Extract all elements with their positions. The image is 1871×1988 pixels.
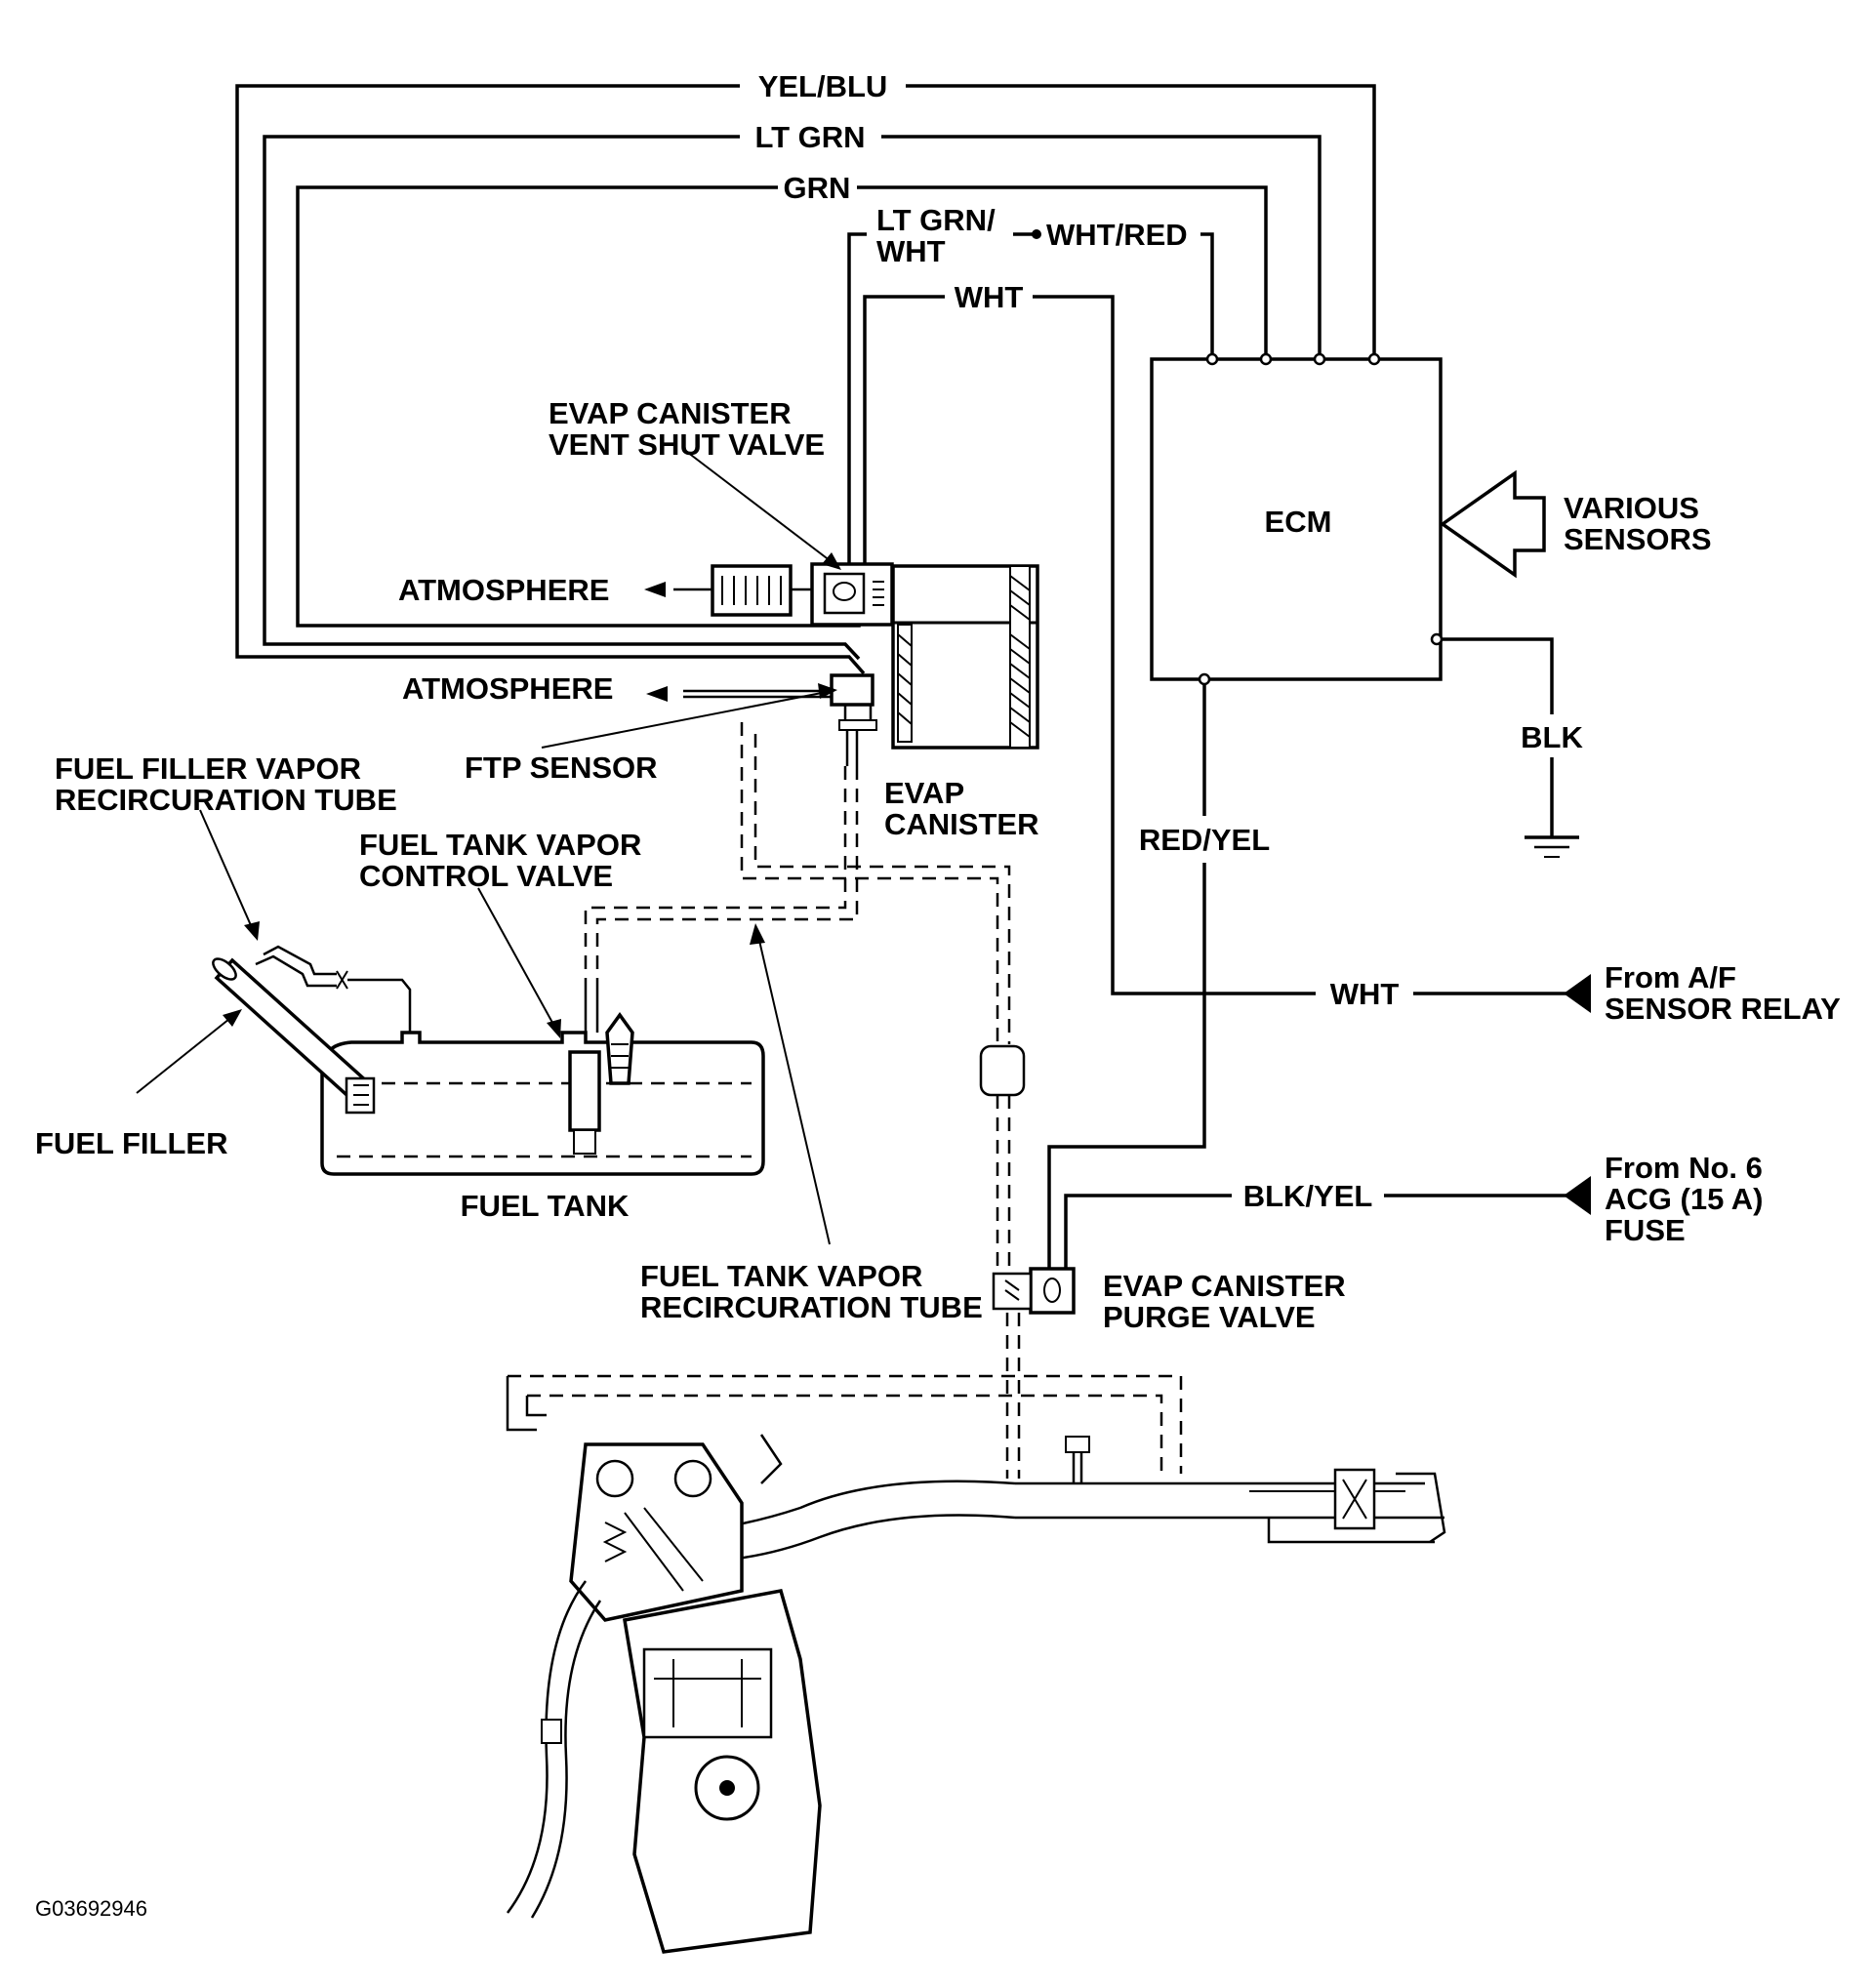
ecm-terminal xyxy=(1430,632,1444,646)
label-fuel-filler: FUEL FILLER xyxy=(35,1126,227,1160)
fuel-tank-assembly xyxy=(212,945,765,1176)
label-tank-vapor-tube: FUEL TANK VAPOR xyxy=(640,1259,922,1293)
ecm-label: ECM xyxy=(1265,505,1332,539)
leader-ftp-sensor xyxy=(541,690,833,749)
ecm-terminal xyxy=(1367,352,1381,366)
leader-lines xyxy=(136,448,841,1245)
label-purge-valve: EVAP CANISTER xyxy=(1103,1269,1346,1303)
label-evap-canister: EVAP xyxy=(884,776,964,810)
wire-label-wht-red: WHT/RED xyxy=(1046,218,1188,252)
cylinder-head xyxy=(569,1442,744,1622)
atmosphere-arrow xyxy=(646,686,668,702)
wire-lt-grn xyxy=(263,135,1322,661)
wire-label-wht: WHT xyxy=(955,280,1024,314)
wire-label-wht: WHT xyxy=(1330,977,1400,1011)
label-ftp-sensor: FTP SENSOR xyxy=(465,751,658,785)
label-acg-fuse: From No. 6 xyxy=(1605,1151,1763,1185)
tank-vapor-control-valve xyxy=(568,1050,601,1132)
ecm-terminal xyxy=(1205,352,1219,366)
label-af-relay: SENSOR RELAY xyxy=(1605,992,1841,1026)
component-labels: VARIOUS SENSORS EVAP CANISTER VENT SHUT … xyxy=(35,396,1841,1334)
ecm-terminal xyxy=(1198,672,1211,686)
wire-label-lt-grn-wht: WHT xyxy=(876,234,946,268)
ecm-module: ECM xyxy=(1150,352,1444,686)
control-valve-needle xyxy=(605,1012,634,1085)
evap-canister-assembly xyxy=(673,562,1039,766)
label-acg-fuse: ACG (15 A) xyxy=(1605,1182,1763,1216)
leader-tank-vapor-tube xyxy=(756,931,831,1245)
figure-code: G03692946 xyxy=(35,1896,147,1921)
wire-red-yel xyxy=(1047,679,1206,1286)
label-tank-vapor-valve: CONTROL VALVE xyxy=(359,859,613,893)
atmosphere-arrow xyxy=(644,582,666,597)
wiring-harness xyxy=(235,84,1573,1286)
label-tank-vapor-tube: RECIRCURATION TUBE xyxy=(640,1290,983,1324)
silencer xyxy=(711,564,793,617)
label-vent-shut-valve: VENT SHUT VALVE xyxy=(549,427,825,462)
wire-wht-top xyxy=(863,295,1316,995)
leader-fuel-filler xyxy=(136,1014,235,1094)
label-fuel-tank: FUEL TANK xyxy=(461,1189,630,1223)
label-atmosphere: ATMOSPHERE xyxy=(402,671,613,706)
leader-vent-shut-valve xyxy=(682,448,835,565)
wire-label-yel-blu: YEL/BLU xyxy=(758,69,888,103)
leader-filler-vapor-tube xyxy=(199,809,255,933)
canister-filter xyxy=(897,624,913,743)
engine-intake-assembly xyxy=(506,1374,1446,1954)
fuse-arrowhead xyxy=(1564,1176,1591,1215)
splice-point xyxy=(1032,229,1041,239)
label-various-sensors: SENSORS xyxy=(1564,522,1712,556)
vapor-hoses xyxy=(584,722,1026,1479)
leader-control-valve xyxy=(477,887,557,1031)
inline-filter xyxy=(979,1044,1026,1097)
label-vent-shut-valve: EVAP CANISTER xyxy=(549,396,792,430)
label-atmosphere: ATMOSPHERE xyxy=(398,573,609,607)
label-purge-valve: PURGE VALVE xyxy=(1103,1300,1316,1334)
wire-label-red-yel: RED/YEL xyxy=(1139,823,1270,857)
label-evap-canister: CANISTER xyxy=(884,807,1038,841)
label-acg-fuse: FUSE xyxy=(1605,1213,1686,1247)
af-relay-arrowhead xyxy=(1564,974,1591,1013)
fuel-tank-body xyxy=(320,1031,765,1176)
label-af-relay: From A/F xyxy=(1605,960,1736,994)
ftp-sensor-body xyxy=(830,673,874,707)
ecm-terminal xyxy=(1313,352,1326,366)
wire-blk xyxy=(1437,637,1554,837)
label-filler-vapor-tube: RECIRCURATION TUBE xyxy=(55,783,397,817)
purge-valve-body xyxy=(1029,1267,1076,1315)
purge-valve xyxy=(992,1267,1076,1315)
label-tank-vapor-valve: FUEL TANK VAPOR xyxy=(359,828,641,862)
wire-lt-grn-wht xyxy=(847,232,867,566)
wire-label-grn: GRN xyxy=(784,171,851,205)
label-various-sensors: VARIOUS xyxy=(1564,491,1699,525)
wire-labels: YEL/BLU LT GRN GRN LT GRN/ WHT WHT/RED W… xyxy=(754,69,1583,1213)
wire-label-lt-grn: LT GRN xyxy=(754,120,865,154)
wire-label-blk: BLK xyxy=(1521,720,1583,754)
intake-manifold xyxy=(508,1374,1183,1474)
wire-blk-yel xyxy=(1064,1194,1573,1286)
ecm-terminal xyxy=(1259,352,1273,366)
ground-symbol xyxy=(1525,835,1579,858)
wire-label-blk-yel: BLK/YEL xyxy=(1243,1179,1373,1213)
wire-yel-blu xyxy=(235,84,1376,675)
label-filler-vapor-tube: FUEL FILLER VAPOR xyxy=(55,751,361,786)
wire-label-lt-grn-wht: LT GRN/ xyxy=(876,203,996,237)
ecm-box xyxy=(1150,357,1443,681)
various-sensors-arrow xyxy=(1439,469,1546,579)
